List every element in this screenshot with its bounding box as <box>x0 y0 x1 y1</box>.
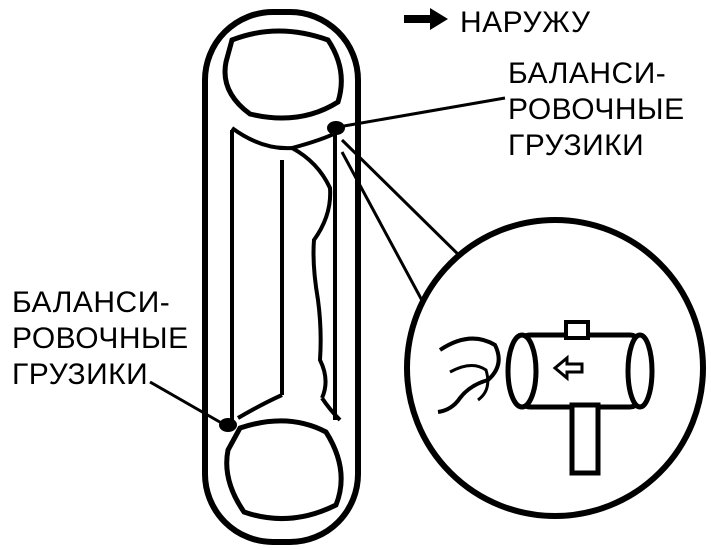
weight-tool-arrow-icon <box>552 354 584 382</box>
balance-weight-bottom <box>219 418 237 432</box>
zoom-line-upper <box>340 138 472 268</box>
weight-tool-end-left <box>505 332 539 410</box>
label-balance-weights-top: БАЛАНСИ- РОВОЧНЫЕ ГРУЗИКИ <box>508 56 685 164</box>
leader-line-bottom <box>149 380 226 427</box>
weight-tool-handle <box>569 402 601 476</box>
legend-outward: НАРУЖУ <box>402 4 591 41</box>
top-rim-section <box>222 28 344 121</box>
weight-tool-end-right <box>625 332 655 410</box>
label-line: БАЛАНСИ- <box>508 57 667 90</box>
weight-tool-top-tab <box>564 320 590 340</box>
label-line: ГРУЗИКИ <box>12 358 149 391</box>
label-line: РОВОЧНЫЕ <box>508 93 685 126</box>
leader-line-top <box>343 96 506 128</box>
label-line: БАЛАНСИ- <box>12 286 171 319</box>
bottom-rim-section <box>224 418 344 522</box>
tire-outline <box>202 9 361 545</box>
detail-rim-edge-2 <box>449 364 490 402</box>
label-line: ГРУЗИКИ <box>508 129 645 162</box>
zoom-line-lower <box>340 151 427 307</box>
label-balance-weights-bottom: БАЛАНСИ- РОВОЧНЫЕ ГРУЗИКИ <box>12 285 189 393</box>
wheel-disc-profile <box>230 126 342 422</box>
arrow-right-icon <box>402 5 450 41</box>
label-line: РОВОЧНЫЕ <box>12 322 189 355</box>
balance-weight-top <box>327 121 345 135</box>
legend-outward-text: НАРУЖУ <box>460 6 591 40</box>
